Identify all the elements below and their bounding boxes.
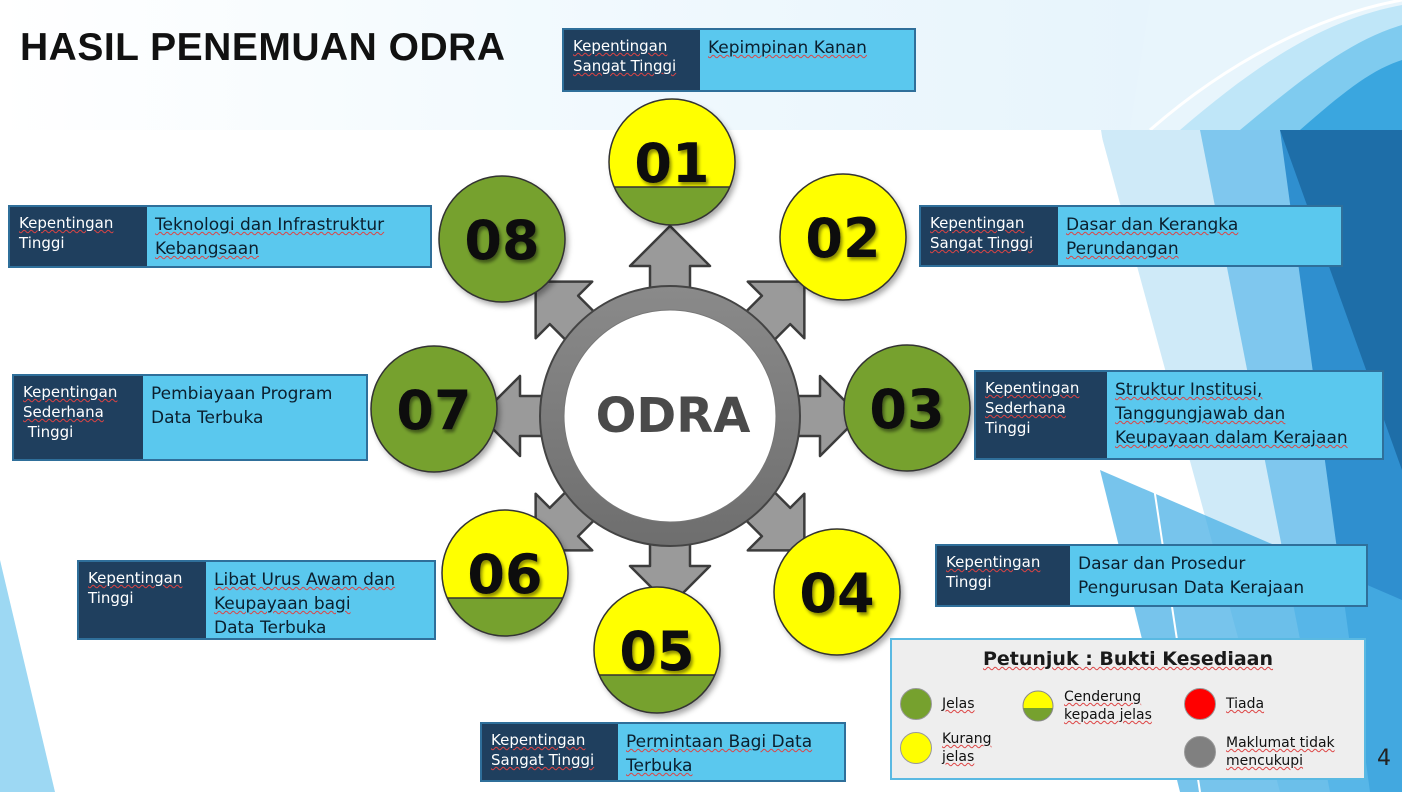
node-circle-05: 05 <box>593 586 721 714</box>
info-box-04: Kepentingan Tinggi Dasar dan Prosedur Pe… <box>935 544 1368 607</box>
level-line: Tinggi <box>985 419 1031 437</box>
level-line: Kepentingan <box>985 379 1080 397</box>
level-box-08: Kepentingan Tinggi <box>10 207 147 266</box>
level-box-06: Kepentingan Tinggi <box>79 562 206 638</box>
level-line: Sangat Tinggi <box>930 234 1034 252</box>
node-number: 04 <box>799 562 874 625</box>
level-line: Tinggi <box>946 573 992 591</box>
info-box-07: Kepentingan Sederhana Tinggi Pembiayaan … <box>12 374 368 461</box>
level-line: Kepentingan <box>19 214 114 232</box>
level-line: Tinggi <box>19 234 65 252</box>
level-box-03: Kepentingan Sederhana Tinggi <box>976 372 1107 458</box>
description-line: Pengurusan Data Kerajaan <box>1078 578 1305 598</box>
level-box-01: Kepentingan Sangat Tinggi <box>564 30 700 90</box>
description-line: Kebangsaan <box>155 239 260 259</box>
level-line: Kepentingan <box>23 383 118 401</box>
node-circle-08: 08 <box>438 175 566 303</box>
node-circle-01: 01 <box>608 98 736 226</box>
node-number: 01 <box>634 132 709 195</box>
description-line: Kepimpinan Kanan <box>708 38 867 58</box>
green-dot-icon <box>900 688 932 720</box>
level-box-07: Kepentingan Sederhana Tinggi <box>14 376 143 459</box>
description-line: Dasar dan Kerangka <box>1066 215 1239 235</box>
description-box-08: Teknologi dan Infrastruktur Kebangsaan <box>147 207 430 266</box>
level-line: Kepentingan <box>930 214 1025 232</box>
description-line: Permintaan Bagi Data <box>626 732 813 752</box>
legend-item-tiada: Tiada <box>1184 688 1264 720</box>
yellow-dot-icon <box>900 732 932 764</box>
red-dot-icon <box>1184 688 1216 720</box>
info-box-01: Kepentingan Sangat Tinggi Kepimpinan Kan… <box>562 28 916 92</box>
grey-dot-icon <box>1184 736 1216 768</box>
description-line: Keupayaan bagi <box>214 594 351 614</box>
description-box-07: Pembiayaan Program Data Terbuka <box>143 376 366 459</box>
info-box-08: Kepentingan Tinggi Teknologi dan Infrast… <box>8 205 432 268</box>
description-line: Dasar dan Prosedur <box>1078 554 1246 574</box>
info-box-06: Kepentingan Tinggi Libat Urus Awam dan K… <box>77 560 436 640</box>
legend-label: Tiada <box>1226 696 1265 712</box>
node-circle-03: 03 <box>843 344 971 472</box>
node-circle-04: 04 <box>773 528 901 656</box>
legend-label: Jelas <box>942 696 975 712</box>
info-box-03: Kepentingan Sederhana Tinggi Struktur In… <box>974 370 1384 460</box>
node-number: 07 <box>396 379 471 442</box>
node-circle-06: 06 <box>441 509 569 637</box>
level-line: Sederhana <box>985 399 1066 417</box>
description-box-02: Dasar dan Kerangka Perundangan <box>1058 207 1341 265</box>
description-box-01: Kepimpinan Kanan <box>700 30 914 90</box>
node-number: 08 <box>464 209 539 272</box>
legend-item-jelas: Jelas <box>900 688 975 720</box>
level-line: Tinggi <box>23 423 74 441</box>
info-box-05: Kepentingan Sangat Tinggi Permintaan Bag… <box>480 722 846 782</box>
description-line: Data Terbuka <box>214 618 327 638</box>
node-circle-02: 02 <box>779 173 907 301</box>
description-line: Terbuka <box>626 756 693 776</box>
description-box-04: Dasar dan Prosedur Pengurusan Data Keraj… <box>1070 546 1366 605</box>
description-box-03: Struktur Institusi, Tanggungjawab dan Ke… <box>1107 372 1382 458</box>
half-yellow-green-dot-icon <box>1022 690 1054 722</box>
level-line: Sederhana <box>23 403 104 421</box>
description-box-05: Permintaan Bagi Data Terbuka <box>618 724 844 780</box>
description-line: Perundangan <box>1066 239 1179 259</box>
description-line: Struktur Institusi, <box>1115 380 1263 400</box>
level-line: Kepentingan <box>491 731 586 749</box>
level-box-05: Kepentingan Sangat Tinggi <box>482 724 618 780</box>
level-line: Sangat Tinggi <box>491 751 595 769</box>
level-box-02: Kepentingan Sangat Tinggi <box>921 207 1058 265</box>
node-number: 03 <box>869 378 944 441</box>
description-line: Keupayaan dalam Kerajaan <box>1115 428 1348 448</box>
description-box-06: Libat Urus Awam dan Keupayaan bagi Data … <box>206 562 434 638</box>
node-number: 05 <box>619 620 694 683</box>
description-line: Teknologi dan Infrastruktur <box>155 215 385 235</box>
page-number: 4 <box>1377 746 1391 771</box>
center-circle <box>563 309 777 523</box>
node-number: 02 <box>805 207 880 270</box>
level-line: Kepentingan <box>573 37 668 55</box>
legend-panel: Petunjuk : Bukti Kesediaan Jelas Cenderu… <box>890 638 1366 780</box>
level-box-04: Kepentingan Tinggi <box>937 546 1070 605</box>
description-line: Data Terbuka <box>151 408 264 428</box>
level-line: Kepentingan <box>88 569 183 587</box>
description-line: Pembiayaan Program <box>151 384 333 404</box>
page-title: HASIL PENEMUAN ODRA <box>20 26 506 69</box>
legend-title: Petunjuk : Bukti Kesediaan <box>982 648 1274 670</box>
node-circle-07: 07 <box>370 345 498 473</box>
description-line: Tanggungjawab dan <box>1115 404 1286 424</box>
node-number: 06 <box>467 543 542 606</box>
level-line: Kepentingan <box>946 553 1041 571</box>
level-line: Tinggi <box>88 589 134 607</box>
description-line: Libat Urus Awam dan <box>214 570 396 590</box>
info-box-02: Kepentingan Sangat Tinggi Dasar dan Kera… <box>919 205 1343 267</box>
level-line: Sangat Tinggi <box>573 57 677 75</box>
center-label: ODRA <box>596 388 751 444</box>
